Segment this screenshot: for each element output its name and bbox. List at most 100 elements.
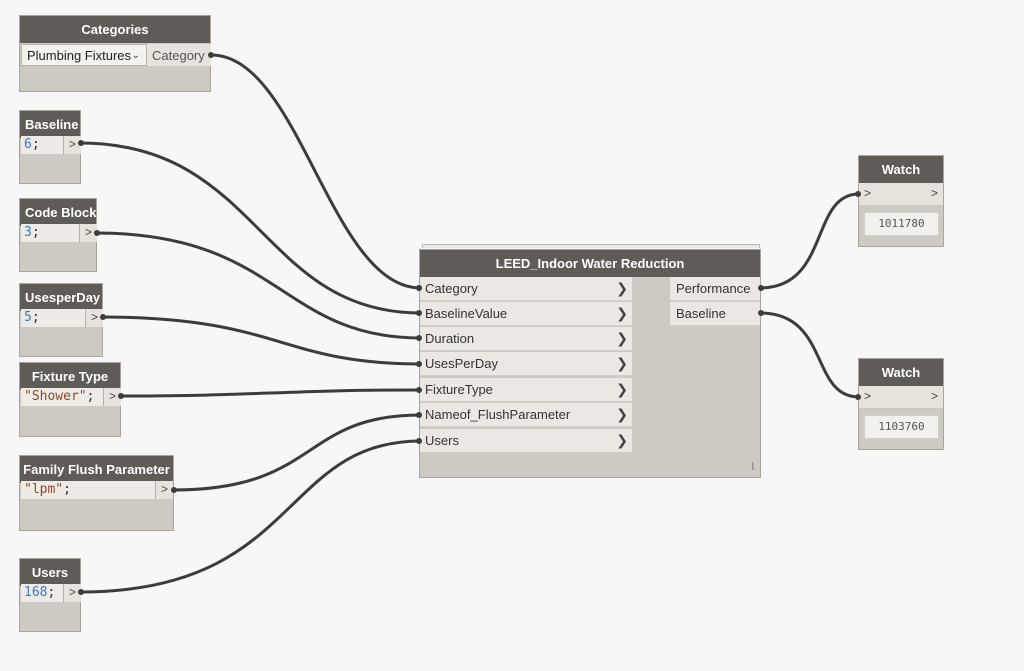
port-label: Duration <box>425 331 475 346</box>
node-title: Watch <box>859 156 943 183</box>
chevron-right-icon: ❯ <box>616 406 628 422</box>
wire-users[interactable] <box>79 439 422 594</box>
wire-baseline[interactable] <box>79 141 422 315</box>
output-port[interactable]: > <box>79 224 97 242</box>
port-dot <box>416 310 422 316</box>
watch-port-row[interactable]: > > <box>859 386 943 408</box>
users-node[interactable]: Users 168; > <box>19 558 81 632</box>
code-input[interactable]: "lpm"; <box>21 481 155 499</box>
leed-indoor-water-reduction-node[interactable]: LEED_Indoor Water Reduction Category❯ Ba… <box>419 249 761 478</box>
output-port[interactable]: > <box>930 186 938 200</box>
usesperday-node[interactable]: UsesperDay 5; > <box>19 283 103 357</box>
categories-node[interactable]: Categories Plumbing Fixtures ⌄ Category <box>19 15 211 92</box>
code-semicolon: ; <box>31 310 40 325</box>
code-value: "Shower" <box>24 389 87 404</box>
port-dot <box>416 438 422 444</box>
code-value: "lpm" <box>24 482 64 497</box>
wire-performance[interactable] <box>759 192 860 290</box>
chevron-right-icon: ❯ <box>616 432 628 448</box>
code-input[interactable]: "Shower"; <box>21 388 103 406</box>
output-port-performance[interactable]: Performance <box>670 277 760 301</box>
port-label: Baseline <box>676 306 726 321</box>
input-port-usesperday[interactable]: UsesPerDay ❯ <box>420 352 632 376</box>
chevron-right-icon: ❯ <box>616 280 628 296</box>
input-port-category[interactable]: Category❯ <box>420 277 632 301</box>
output-port[interactable]: > <box>930 389 938 403</box>
port-label: BaselineValue <box>425 306 508 321</box>
baseline-node[interactable]: Baseline 6; > <box>19 110 81 184</box>
node-stack-shadow <box>422 244 760 248</box>
code-input[interactable]: 168; <box>21 584 63 602</box>
port-dot <box>416 412 422 418</box>
input-port-baselinevalue[interactable]: BaselineValue❯ <box>420 302 632 326</box>
port-dot <box>416 361 422 367</box>
input-port-users[interactable]: Users❯ <box>420 429 632 453</box>
node-title: Baseline <box>20 111 80 138</box>
wire-flushparameter[interactable] <box>172 413 422 492</box>
output-port-baseline[interactable]: Baseline <box>670 302 760 326</box>
code-value: 6 <box>24 137 32 152</box>
category-dropdown[interactable]: Plumbing Fixtures ⌄ <box>21 44 147 66</box>
node-title: UsesperDay <box>20 284 102 311</box>
wire-fixturetype[interactable] <box>119 388 422 398</box>
code-semicolon: ; <box>31 225 40 240</box>
family-flush-parameter-node[interactable]: Family Flush Parameter "lpm"; > <box>19 455 174 531</box>
code-input[interactable]: 6; <box>21 136 63 154</box>
port-dot <box>758 285 764 291</box>
output-port[interactable]: > <box>155 481 173 499</box>
input-port[interactable]: > <box>864 389 872 403</box>
input-port-nameof-flushparameter[interactable]: Nameof_FlushParameter ❯ <box>420 403 632 427</box>
output-port[interactable]: > <box>63 136 81 154</box>
code-input[interactable]: 3; <box>21 224 79 242</box>
code-value: 168 <box>24 585 48 600</box>
wire-category[interactable] <box>210 53 422 290</box>
port-label: Nameof_FlushParameter <box>425 407 571 422</box>
wire-usesperday[interactable] <box>101 315 422 366</box>
port-dot <box>855 191 861 197</box>
wire-duration[interactable] <box>95 231 422 340</box>
port-dot <box>758 310 764 316</box>
input-port-fixturetype[interactable]: FixtureType❯ <box>420 378 632 402</box>
chevron-right-icon: ❯ <box>616 355 628 371</box>
node-title: Fixture Type <box>20 363 120 390</box>
port-dot <box>100 314 106 320</box>
input-port-duration[interactable]: Duration ❯ <box>420 327 632 351</box>
chevron-right-icon: ❯ <box>616 330 628 346</box>
dropdown-value: Plumbing Fixtures <box>27 47 132 63</box>
output-port[interactable]: > <box>103 388 121 406</box>
category-output-port[interactable]: Category <box>147 44 211 66</box>
node-title: Code Block <box>20 199 97 226</box>
output-port[interactable]: > <box>85 309 103 327</box>
output-port[interactable]: > <box>63 584 81 602</box>
wire-baseline-out[interactable] <box>759 311 860 399</box>
port-dot <box>94 230 100 236</box>
port-dot <box>78 589 84 595</box>
code-value: 3 <box>24 225 32 240</box>
watch-value: 1103760 <box>864 415 939 439</box>
watch-node-performance[interactable]: Watch > > 1011780 <box>858 155 944 247</box>
node-title: LEED_Indoor Water Reduction <box>420 250 760 277</box>
resize-handle[interactable]: l <box>751 462 754 473</box>
port-dot <box>208 52 214 58</box>
code-value: 5 <box>24 310 32 325</box>
node-title: Watch <box>859 359 943 386</box>
input-port[interactable]: > <box>864 186 872 200</box>
code-block-node[interactable]: Code Block 3; > <box>19 198 97 272</box>
code-input[interactable]: 5; <box>21 309 85 327</box>
port-label: UsesPerDay <box>425 356 498 371</box>
watch-value: 1011780 <box>864 212 939 236</box>
watch-node-baseline[interactable]: Watch > > 1103760 <box>858 358 944 450</box>
port-dot <box>855 394 861 400</box>
port-label: Category <box>152 47 205 63</box>
code-semicolon: ; <box>63 482 71 497</box>
port-dot <box>416 335 422 341</box>
port-dot <box>171 487 177 493</box>
port-dot <box>416 285 422 291</box>
port-dot <box>118 393 124 399</box>
code-semicolon: ; <box>86 389 95 404</box>
code-semicolon: ; <box>47 585 56 600</box>
watch-port-row[interactable]: > > <box>859 183 943 205</box>
code-semicolon: ; <box>31 137 40 152</box>
fixture-type-node[interactable]: Fixture Type "Shower"; > <box>19 362 121 437</box>
